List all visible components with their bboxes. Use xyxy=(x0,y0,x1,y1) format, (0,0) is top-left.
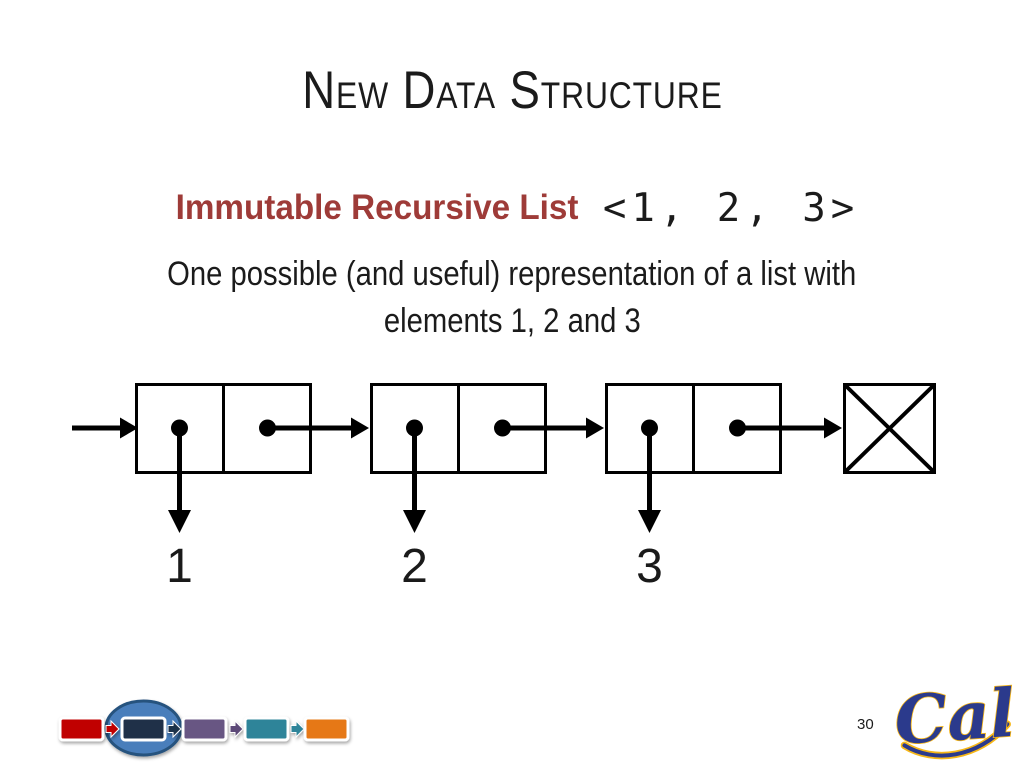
cal-logo-icon: Cal xyxy=(891,680,1018,761)
nav-section-1[interactable] xyxy=(58,716,105,742)
slide-progress-nav xyxy=(58,699,350,757)
nav-section-2[interactable] xyxy=(120,716,167,742)
value-arrow xyxy=(638,428,661,533)
nav-section-5[interactable] xyxy=(303,716,350,742)
cal-logo-swash-top xyxy=(902,722,1010,758)
value-label: 2 xyxy=(401,540,428,593)
value-label: 3 xyxy=(636,540,663,593)
value-arrow xyxy=(168,428,191,533)
car-pointer-dot xyxy=(406,419,423,437)
page-number: 30 xyxy=(857,716,874,733)
cal-logo-text: Cal xyxy=(892,680,1018,760)
car-pointer-dot xyxy=(641,419,658,437)
linked-list-diagram: 1 2 3 xyxy=(72,383,936,593)
body-line-2: elements 1, 2 and 3 xyxy=(383,301,641,340)
nav-section-4[interactable] xyxy=(243,716,290,742)
nav-arrow-3-icon xyxy=(229,719,244,739)
nav-arrow-1-icon xyxy=(105,719,120,739)
slide-body: One possible (and useful) representation… xyxy=(0,251,1024,345)
body-line-1: One possible (and useful) representation… xyxy=(167,255,857,293)
pair-node-3: 3 xyxy=(605,383,842,593)
null-terminator-box xyxy=(843,383,936,474)
slide-title: New Data Structure xyxy=(0,61,1024,120)
next-arrow xyxy=(502,417,604,439)
subtitle-code: <1, 2, 3> xyxy=(602,186,860,231)
subtitle-emphasis: Immutable Recursive List xyxy=(175,188,579,227)
list-entry-arrow xyxy=(72,417,138,439)
nav-arrow-4-icon xyxy=(290,719,305,739)
next-arrow xyxy=(267,417,369,439)
slide-subtitle: Immutable Recursive List <1, 2, 3> xyxy=(0,186,1024,231)
nav-arrow-2-icon xyxy=(167,719,182,739)
value-label: 1 xyxy=(166,540,193,593)
nav-section-3[interactable] xyxy=(181,716,228,742)
cdr-pointer-dot xyxy=(729,419,746,437)
next-arrow xyxy=(737,417,842,439)
car-pointer-dot xyxy=(171,419,188,437)
value-arrow xyxy=(403,428,426,533)
pair-node-2: 2 xyxy=(370,383,604,593)
pair-node-1: 1 xyxy=(135,383,369,593)
cdr-pointer-dot xyxy=(494,419,511,437)
slide-title-text: New Data Structure xyxy=(301,61,723,120)
cdr-pointer-dot xyxy=(259,419,276,437)
